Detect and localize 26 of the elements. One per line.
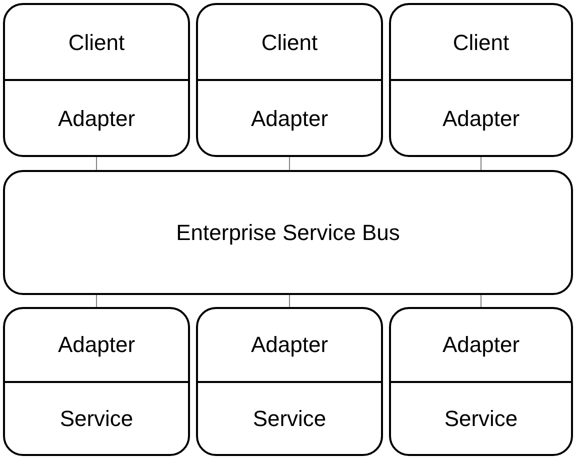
box-label: Client — [68, 28, 125, 56]
rounded-box — [196, 307, 383, 456]
connector-line — [480, 294, 482, 308]
box-label: Adapter — [250, 104, 328, 133]
connector-line — [480, 156, 482, 170]
box-label: Client — [261, 28, 318, 56]
connector-line — [96, 156, 97, 170]
rounded-box — [196, 3, 383, 157]
connector-line — [289, 294, 290, 308]
rounded-box — [389, 3, 573, 157]
box-label: Service — [60, 404, 134, 433]
box-label: Adapter — [442, 331, 520, 360]
connector-line — [289, 156, 290, 170]
connector-line — [96, 294, 97, 308]
box-label: Adapter — [58, 331, 136, 360]
box-label: Client — [452, 28, 510, 56]
box-label: Service — [444, 404, 518, 433]
box-label: Adapter — [250, 331, 328, 360]
box-label: Adapter — [58, 104, 136, 133]
rounded-box — [389, 307, 573, 456]
rounded-box — [3, 307, 190, 456]
box-label: Service — [252, 404, 326, 433]
box-label: Enterprise Service Bus — [176, 219, 400, 247]
rounded-box — [3, 3, 190, 157]
box-label: Adapter — [442, 104, 520, 133]
rounded-box — [3, 170, 573, 295]
